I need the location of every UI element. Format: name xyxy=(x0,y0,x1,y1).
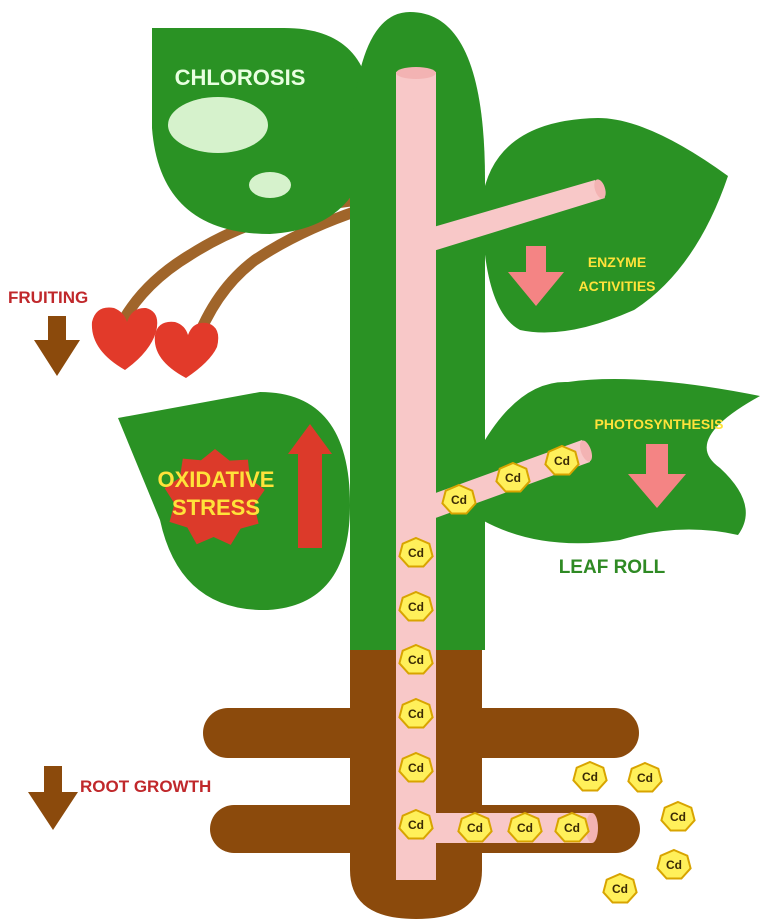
cd-ion-label: Cd xyxy=(408,761,424,775)
cd-ion-icon: Cd xyxy=(399,753,432,782)
oxidative-label-line1: OXIDATIVE xyxy=(158,467,275,492)
down-arrow-icon xyxy=(34,316,80,376)
cd-ion-icon: Cd xyxy=(496,463,529,492)
cd-ion-icon: Cd xyxy=(508,813,541,842)
cd-ion-icon: Cd xyxy=(661,802,694,831)
cd-ion-label: Cd xyxy=(582,770,598,784)
leaf-roll-label: LEAF ROLL xyxy=(559,557,666,578)
cd-ion-icon: Cd xyxy=(573,762,606,791)
cd-ion-icon: Cd xyxy=(399,538,432,567)
cd-ion-icon: Cd xyxy=(603,874,636,903)
cd-ion-icon: Cd xyxy=(555,813,588,842)
cd-ion-label: Cd xyxy=(670,810,686,824)
photosynthesis-label: PHOTOSYNTHESIS xyxy=(595,416,724,432)
cd-ion-label: Cd xyxy=(467,821,483,835)
cd-ion-icon: Cd xyxy=(399,592,432,621)
cd-ion-icon: Cd xyxy=(399,699,432,728)
cd-ion-label: Cd xyxy=(564,821,580,835)
enzyme-label-line1: ENZYME xyxy=(588,254,646,270)
cd-ion-label: Cd xyxy=(408,818,424,832)
cd-ion-label: Cd xyxy=(408,546,424,560)
cd-ion-label: Cd xyxy=(505,471,521,485)
cd-ion-label: Cd xyxy=(451,493,467,507)
cd-ion-label: Cd xyxy=(666,858,682,872)
heart-icon xyxy=(155,322,218,378)
cd-ion-label: Cd xyxy=(408,600,424,614)
cd-ion-icon: Cd xyxy=(628,763,661,792)
cd-ion-icon: Cd xyxy=(657,850,690,879)
root-growth-label: ROOT GROWTH xyxy=(80,777,211,796)
oxidative-label-line2: STRESS xyxy=(172,495,260,520)
cd-ion-icon: Cd xyxy=(458,813,491,842)
cd-ion-label: Cd xyxy=(554,454,570,468)
enzyme-label-line2: ACTIVITIES xyxy=(578,278,655,294)
cd-ion-label: Cd xyxy=(517,821,533,835)
chlorosis-label: CHLOROSIS xyxy=(175,65,306,90)
cd-ion-icon: Cd xyxy=(545,446,578,475)
cd-ion-label: Cd xyxy=(408,707,424,721)
down-arrow-icon xyxy=(28,766,78,830)
cd-ion-icon: Cd xyxy=(399,810,432,839)
fruits xyxy=(92,308,218,378)
cd-ion-label: Cd xyxy=(612,882,628,896)
fruiting-arrow xyxy=(34,316,80,376)
cd-ion-icon: Cd xyxy=(442,485,475,514)
heart-icon xyxy=(92,308,157,370)
root-growth-arrow xyxy=(28,766,78,830)
cd-ion-icon: Cd xyxy=(399,645,432,674)
enzyme-leaf xyxy=(482,118,728,333)
cd-ion-label: Cd xyxy=(408,653,424,667)
cd-ion-label: Cd xyxy=(637,771,653,785)
fruiting-label: FRUITING xyxy=(8,288,88,307)
